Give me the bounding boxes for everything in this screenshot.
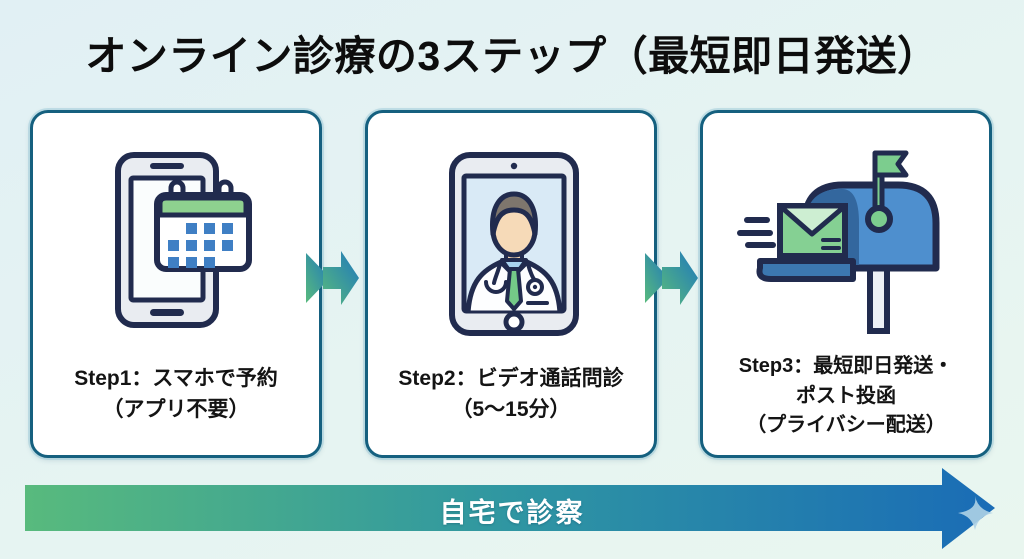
step1-card: Step1：スマホで予約 （アプリ不要） xyxy=(30,110,322,458)
step1-line2: （アプリ不要） xyxy=(102,397,250,421)
sparkle-icon xyxy=(958,496,993,530)
mailbox-icon xyxy=(737,150,940,334)
step2-card: Step2：ビデオ通話問診 （5〜15分） xyxy=(365,110,657,458)
step3-card: Step3：最短即日発送・ ポスト投函 （プライバシー配送） xyxy=(700,110,992,458)
step3-line1: Step3：最短即日発送・ xyxy=(738,355,954,378)
step1-label: Step1：スマホで予約 （アプリ不要） xyxy=(39,363,313,425)
step2-label: Step2：ビデオ通話問診 （5〜15分） xyxy=(374,363,648,425)
step2-line1: Step2：ビデオ通話問診 xyxy=(398,366,624,390)
tablet-doctor-icon xyxy=(449,152,579,336)
step1-line1: Step1：スマホで予約 xyxy=(74,366,278,390)
smartphone-calendar-icon xyxy=(115,152,252,328)
page-title: オンライン診療の3ステップ（最短即日発送） xyxy=(85,33,939,79)
step3-line2: ポスト投函 xyxy=(796,384,896,407)
step3-line3: （プライバシー配送） xyxy=(746,414,946,437)
home-delivery-label: 自宅で診察 xyxy=(439,498,585,528)
step3-label: Step3：最短即日発送・ ポスト投函 （プライバシー配送） xyxy=(709,352,983,441)
step-arrow-icon-2 xyxy=(645,251,698,305)
home-delivery-arrow xyxy=(25,468,995,549)
step2-line2: （5〜15分） xyxy=(451,397,571,421)
step-arrow-icon-1 xyxy=(306,251,359,305)
